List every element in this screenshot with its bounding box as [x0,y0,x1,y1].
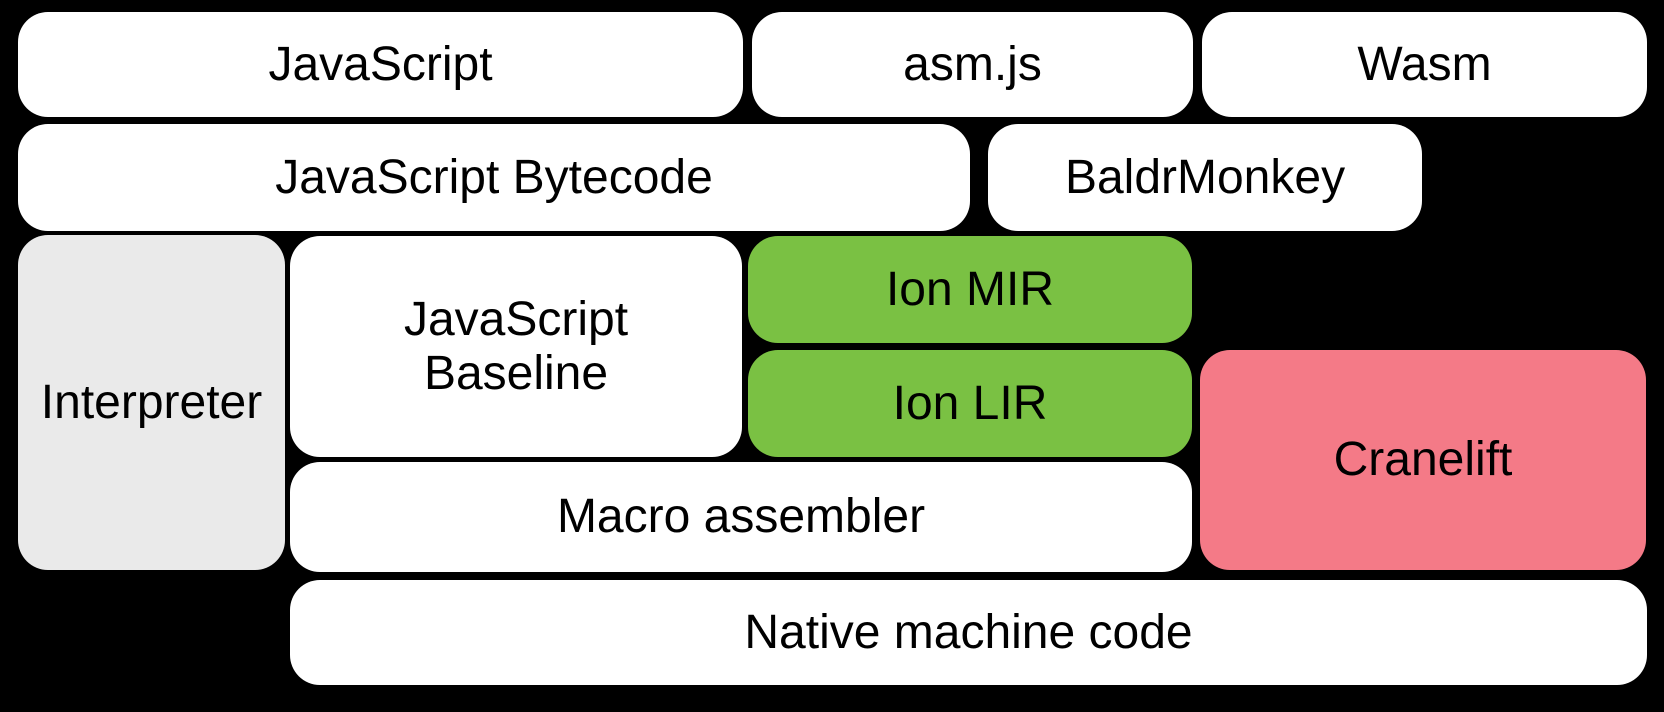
node-wasm: Wasm [1202,12,1647,117]
node-javascript-baseline: JavaScript Baseline [290,236,742,457]
node-ion-lir: Ion LIR [748,350,1192,457]
node-ion-mir: Ion MIR [748,236,1192,343]
node-macro-assembler: Macro assembler [290,462,1192,572]
node-interpreter: Interpreter [18,235,285,570]
node-asm-js: asm.js [752,12,1193,117]
node-cranelift: Cranelift [1200,350,1646,570]
node-javascript-bytecode: JavaScript Bytecode [18,124,970,231]
node-native-machine-code: Native machine code [290,580,1647,685]
node-javascript: JavaScript [18,12,743,117]
node-baldrmonkey: BaldrMonkey [988,124,1422,231]
